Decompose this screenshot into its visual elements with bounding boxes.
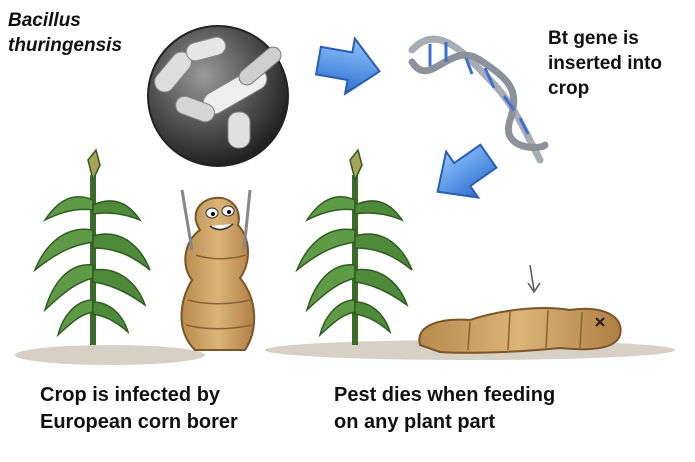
corn-borer-larva — [180, 189, 256, 351]
fork-icon — [180, 189, 194, 251]
dna-helix — [408, 35, 549, 164]
caption-line: Pest dies when feeding — [334, 384, 556, 406]
corn-plant — [33, 148, 151, 345]
ground-left — [15, 345, 205, 365]
arrow-right-icon — [314, 36, 381, 96]
caption-pest-dies: Pest dies when feeding on any plant part — [334, 382, 555, 436]
bacteria-sphere — [147, 25, 289, 167]
caption-infected: Crop is infected by European corn borer — [40, 382, 238, 436]
bt-gene-label: Bt gene is inserted into crop — [548, 26, 662, 101]
arrow-down-left-icon — [436, 143, 498, 199]
dead-larva — [418, 264, 622, 354]
bacterium-label-line: thuringensis — [8, 35, 123, 56]
bacterium-label-line: Bacillus — [8, 10, 81, 31]
caption-line: European corn borer — [40, 411, 238, 433]
bacterium-label: Bacillus thuringensis — [8, 8, 122, 58]
bt-gene-label-line: Bt gene is — [548, 28, 639, 49]
corn-plant — [295, 148, 413, 345]
caption-line: on any plant part — [334, 411, 496, 433]
bt-gene-label-line: inserted into — [548, 53, 663, 74]
caption-line: Crop is infected by — [40, 384, 221, 406]
knife-icon — [242, 189, 252, 251]
bt-gene-label-line: crop — [548, 78, 590, 99]
